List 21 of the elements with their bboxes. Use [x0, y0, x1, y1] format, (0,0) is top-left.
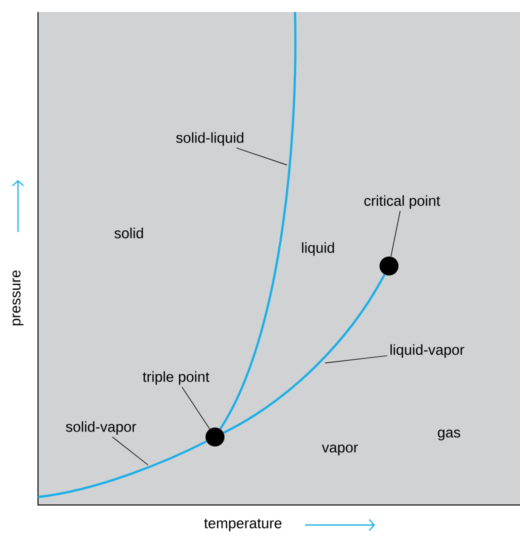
region-label: solid [114, 228, 143, 238]
phase-boundary-curve [38, 440, 207, 498]
point-dot [380, 256, 398, 276]
region-label: vapor [322, 444, 358, 456]
region-label: liquid [302, 242, 334, 256]
leader-line [390, 210, 401, 257]
leader-line [324, 355, 388, 364]
curve-label: triple point [142, 371, 210, 385]
curve-label: critical point [364, 195, 440, 209]
phase-boundary-curve [223, 274, 386, 434]
phase-boundary-curve [219, 12, 296, 430]
leader-line [112, 436, 148, 466]
point-dot [206, 428, 224, 446]
region-label: gas [438, 430, 460, 440]
region-label: pressure [12, 270, 24, 326]
leader-line [236, 148, 288, 166]
curve-label: solid-liquid [176, 132, 244, 146]
region-label: temperature [204, 518, 282, 532]
curve-label: solid-vapor [66, 421, 136, 435]
curve-label: liquid-vapor [390, 344, 464, 358]
leader-line [182, 386, 210, 430]
